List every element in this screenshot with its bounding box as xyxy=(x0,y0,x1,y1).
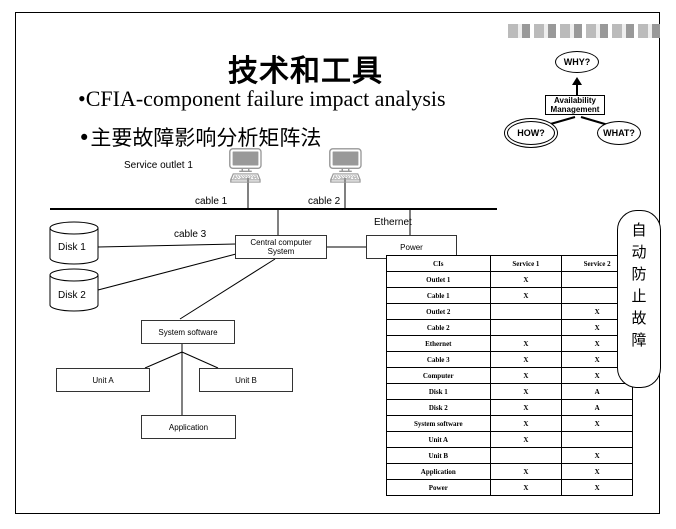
cable1-label: cable 1 xyxy=(195,196,228,207)
how-oval: HOW? xyxy=(507,121,555,145)
row-s1: X xyxy=(489,351,563,368)
row-ci: Cable 3 xyxy=(386,351,491,368)
row-s1: X xyxy=(489,415,563,432)
row-ci: Cable 2 xyxy=(386,319,491,336)
row-ci: Power xyxy=(386,479,491,496)
disk2-shape xyxy=(49,268,99,312)
unit-a-box: Unit A xyxy=(56,368,150,392)
disk1-label: Disk 1 xyxy=(58,242,86,253)
row-ci: Unit A xyxy=(386,431,491,448)
row-ci: Ethernet xyxy=(386,335,491,352)
callout-char: 止 xyxy=(631,287,647,305)
row-s1: X xyxy=(489,287,563,304)
row-s2: X xyxy=(561,463,633,480)
row-s1 xyxy=(489,319,563,336)
bullet-cfia: •CFIA-component failure impact analysis xyxy=(78,86,446,111)
row-ci: Unit B xyxy=(386,447,491,464)
callout-char: 故 xyxy=(631,309,647,327)
row-s2: X xyxy=(561,447,633,464)
row-ci: Computer xyxy=(386,367,491,384)
cable2-label: cable 2 xyxy=(308,196,341,207)
matrix-header-cis: CIs xyxy=(386,255,491,272)
row-s1 xyxy=(489,447,563,464)
row-s1: X xyxy=(489,479,563,496)
application-box: Application xyxy=(141,415,236,439)
callout-char: 动 xyxy=(631,243,647,261)
callout-char: 自 xyxy=(631,221,647,239)
row-s1: X xyxy=(489,463,563,480)
table-row: Unit B X xyxy=(386,447,633,464)
row-ci: Disk 1 xyxy=(386,383,491,400)
row-s1: X xyxy=(489,431,563,448)
callout-char: 防 xyxy=(631,265,647,283)
row-s1: X xyxy=(489,399,563,416)
row-ci: Outlet 1 xyxy=(386,271,491,288)
decorative-noise-banner xyxy=(508,24,660,38)
what-label: WHAT? xyxy=(603,128,635,138)
row-ci: Disk 2 xyxy=(386,399,491,416)
how-label: HOW? xyxy=(517,128,545,138)
computer-icon-outlet1: 🖥 xyxy=(224,148,268,185)
ethernet-label: Ethernet xyxy=(374,217,412,228)
row-s2: X xyxy=(561,415,633,432)
row-s2: A xyxy=(561,399,633,416)
why-oval: WHY? xyxy=(555,51,599,73)
callout-char: 障 xyxy=(631,331,647,349)
matrix-header-row: CIs Service 1 Service 2 xyxy=(386,255,633,272)
matrix-header-service1: Service 1 xyxy=(489,255,563,272)
cable3-label: cable 3 xyxy=(174,229,207,240)
computer-icon-outlet2: 🖥 xyxy=(324,148,368,185)
row-ci: System software xyxy=(386,415,491,432)
availability-management-label: Availability Management xyxy=(545,95,605,115)
what-oval: WHAT? xyxy=(597,121,641,145)
bullet-matrix-method: •主要故障影响分析矩阵法 xyxy=(78,126,322,150)
disk1-shape xyxy=(49,221,99,265)
slide-title: 技术和工具 xyxy=(228,54,383,89)
service-outlet-label: Service outlet 1 xyxy=(124,160,193,171)
why-label: WHY? xyxy=(563,57,591,67)
row-s1: X xyxy=(489,271,563,288)
row-s1: X xyxy=(489,383,563,400)
row-s2 xyxy=(561,431,633,448)
row-ci: Cable 1 xyxy=(386,287,491,304)
row-s1: X xyxy=(489,335,563,352)
row-s1: X xyxy=(489,367,563,384)
row-s2: X xyxy=(561,479,633,496)
row-s1 xyxy=(489,303,563,320)
system-software-box: System software xyxy=(141,320,235,344)
row-ci: Outlet 2 xyxy=(386,303,491,320)
auto-prevention-callout: 自 动 防 止 故 障 xyxy=(617,210,661,388)
row-ci: Application xyxy=(386,463,491,480)
unit-b-box: Unit B xyxy=(199,368,293,392)
central-computer-box: Central computer System xyxy=(235,235,327,259)
disk2-label: Disk 2 xyxy=(58,290,86,301)
row-s2: A xyxy=(561,383,633,400)
